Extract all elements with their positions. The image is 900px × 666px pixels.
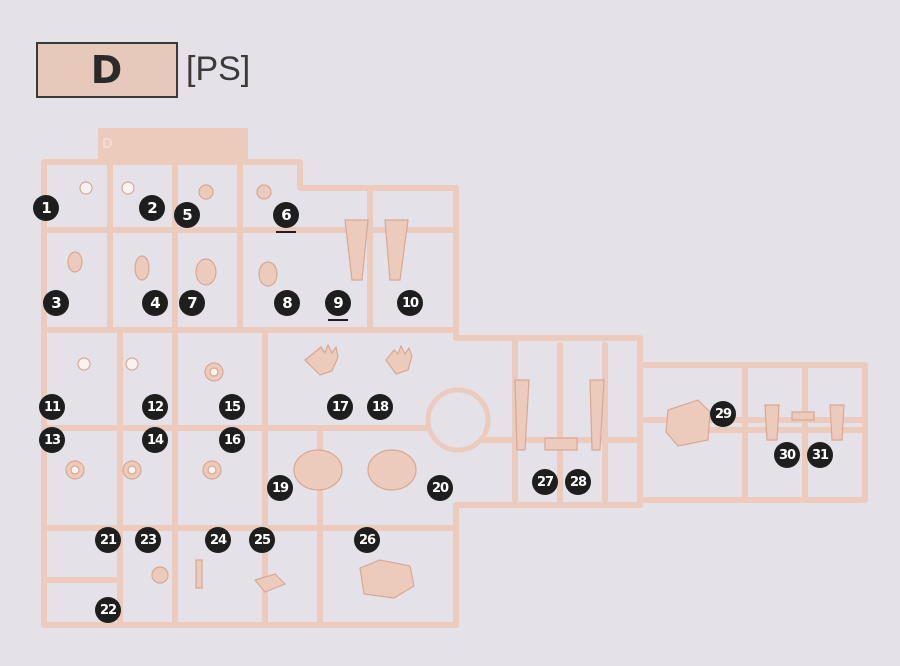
part-number-12: 12 xyxy=(142,394,168,420)
part-number-2: 2 xyxy=(139,195,165,221)
part-number-14: 14 xyxy=(142,427,168,453)
part-number-9: 9 xyxy=(325,290,351,321)
part-shape xyxy=(384,219,409,281)
part-shape xyxy=(791,411,815,421)
part-number-22: 22 xyxy=(95,597,121,623)
runner-parts xyxy=(65,181,845,599)
part-number-20: 20 xyxy=(427,475,453,501)
part-number-23: 23 xyxy=(135,527,161,553)
part-shape xyxy=(425,387,491,453)
part-shape xyxy=(127,465,137,475)
part-number-3: 3 xyxy=(43,290,69,316)
part-shape xyxy=(253,573,287,593)
part-number-15: 15 xyxy=(219,394,245,420)
part-shape xyxy=(70,465,80,475)
part-number-1: 1 xyxy=(33,195,59,221)
part-shape xyxy=(293,449,343,491)
runner-letter: D xyxy=(90,48,124,92)
part-shape xyxy=(514,379,530,451)
part-shape xyxy=(344,219,369,281)
part-shape xyxy=(544,437,578,451)
part-number-28: 28 xyxy=(565,469,591,495)
part-shape xyxy=(258,261,278,287)
part-number-31: 31 xyxy=(807,442,833,468)
part-shape xyxy=(829,404,845,441)
part-shape xyxy=(665,399,711,447)
part-number-13: 13 xyxy=(39,427,65,453)
part-shape xyxy=(304,343,339,376)
part-number-21: 21 xyxy=(95,527,121,553)
part-number-30: 30 xyxy=(774,442,800,468)
part-number-26: 26 xyxy=(354,527,380,553)
part-shape xyxy=(207,465,217,475)
part-shape xyxy=(151,566,169,584)
part-shape xyxy=(256,184,272,200)
part-number-11: 11 xyxy=(39,394,65,420)
part-shape xyxy=(121,181,135,195)
part-number-10: 10 xyxy=(397,290,423,316)
part-shape xyxy=(764,404,780,441)
part-shape xyxy=(367,449,417,491)
part-number-18: 18 xyxy=(367,394,393,420)
part-shape xyxy=(195,258,217,286)
part-shape xyxy=(195,559,203,589)
part-number-19: 19 xyxy=(267,475,293,501)
part-number-25: 25 xyxy=(249,527,275,553)
runner-tag xyxy=(98,128,248,162)
part-number-17: 17 xyxy=(327,394,353,420)
part-shape xyxy=(77,357,91,371)
part-number-7: 7 xyxy=(179,290,205,316)
part-shape xyxy=(589,379,605,451)
part-shape xyxy=(385,344,413,375)
part-shape xyxy=(209,367,219,377)
material-tag: [PS] xyxy=(186,50,251,88)
runner-id-box: D xyxy=(36,42,178,98)
part-shape xyxy=(79,181,93,195)
part-shape xyxy=(125,357,139,371)
part-shape xyxy=(359,559,415,599)
part-number-29: 29 xyxy=(710,401,736,427)
part-number-27: 27 xyxy=(532,469,558,495)
part-number-24: 24 xyxy=(205,527,231,553)
part-shape xyxy=(198,184,214,200)
part-number-16: 16 xyxy=(219,427,245,453)
part-shape xyxy=(67,251,83,273)
part-number-5: 5 xyxy=(174,202,200,228)
part-number-6: 6 xyxy=(273,202,299,233)
part-number-4: 4 xyxy=(142,290,168,316)
part-shape xyxy=(134,255,150,281)
runner-tag-label: D xyxy=(102,137,113,152)
part-number-8: 8 xyxy=(274,290,300,316)
